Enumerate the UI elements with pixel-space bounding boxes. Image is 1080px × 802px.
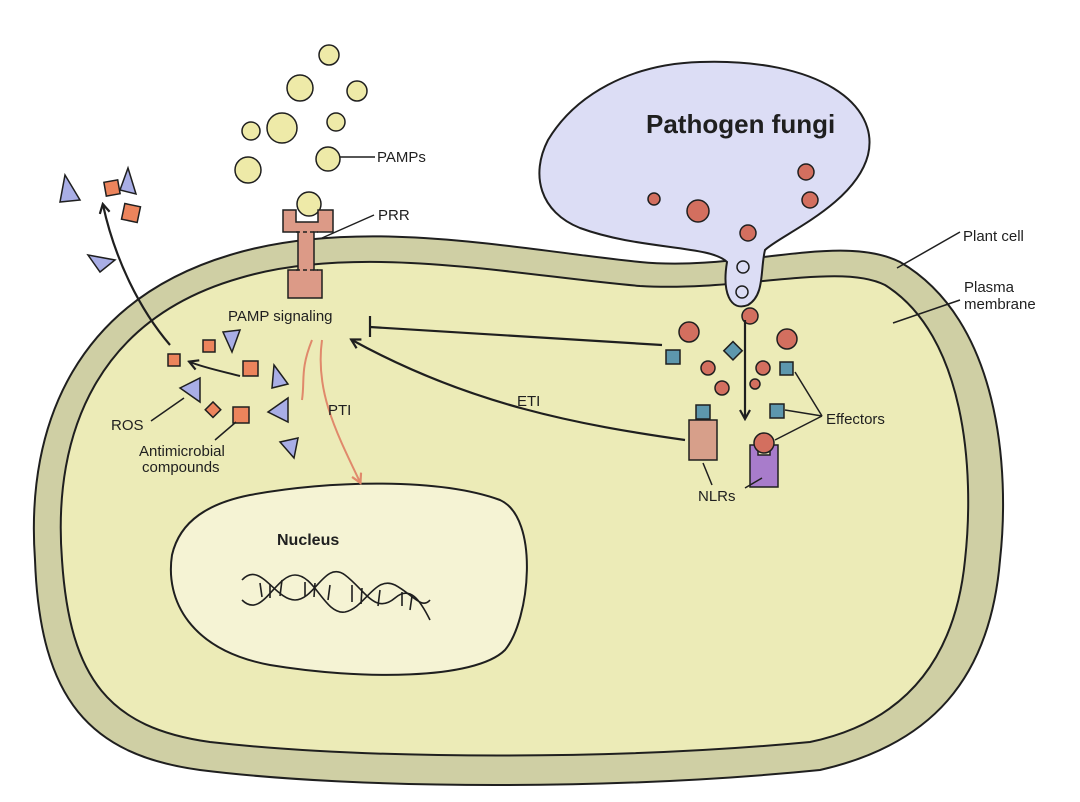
pamps-label: PAMPs (377, 149, 426, 166)
effector-round (647, 163, 819, 242)
nlrs-leader (744, 477, 763, 489)
prr-receptor (282, 209, 334, 299)
effectors-leader (774, 415, 823, 441)
effector-round (678, 321, 798, 396)
ros-leader (150, 397, 185, 422)
pathogen-fungi: Pathogen fungi (538, 60, 871, 308)
effector-round (753, 432, 775, 454)
effectors-leader (794, 371, 823, 417)
inhibition-line (369, 325, 663, 347)
pti-arrows (301, 339, 360, 482)
plasma-membrane-leader (892, 299, 961, 324)
plasma-label-line2: membrane (964, 296, 1036, 313)
prr-label: PRR (378, 207, 410, 224)
compound-square (103, 179, 259, 424)
effectors-label: Effectors (826, 411, 885, 428)
pamp-signaling-label: PAMP signaling (228, 308, 333, 325)
effectors-leader (784, 409, 823, 417)
antimicrobial-label-line1: Antimicrobial (139, 443, 225, 460)
eti-label: ETI (517, 393, 540, 410)
pathogen-title: Pathogen fungi (646, 109, 835, 139)
eti-arrow (352, 340, 686, 442)
pamp-particles (234, 44, 368, 217)
pti-label: PTI (328, 402, 351, 419)
release-arrow (190, 362, 241, 377)
hyphal-vesicles (735, 260, 750, 299)
nucleus-label: Nucleus (277, 532, 339, 549)
nlrs-leader (702, 462, 713, 486)
ros-label: ROS (111, 417, 144, 434)
nlrs-label: NLRs (698, 488, 736, 505)
ros-triangle (59, 165, 299, 460)
plant-cell-leader (896, 231, 961, 269)
plasma-label-line1: Plasma (964, 279, 1015, 296)
antimicrobial-leader (214, 421, 237, 441)
dna-helix-icon (241, 571, 431, 621)
prr-leader (321, 214, 375, 239)
export-arrow (103, 205, 171, 346)
plant-cell-label: Plant cell (963, 228, 1024, 245)
effector-square (665, 340, 794, 420)
antimicrobial-label-line2: compounds (142, 459, 220, 476)
